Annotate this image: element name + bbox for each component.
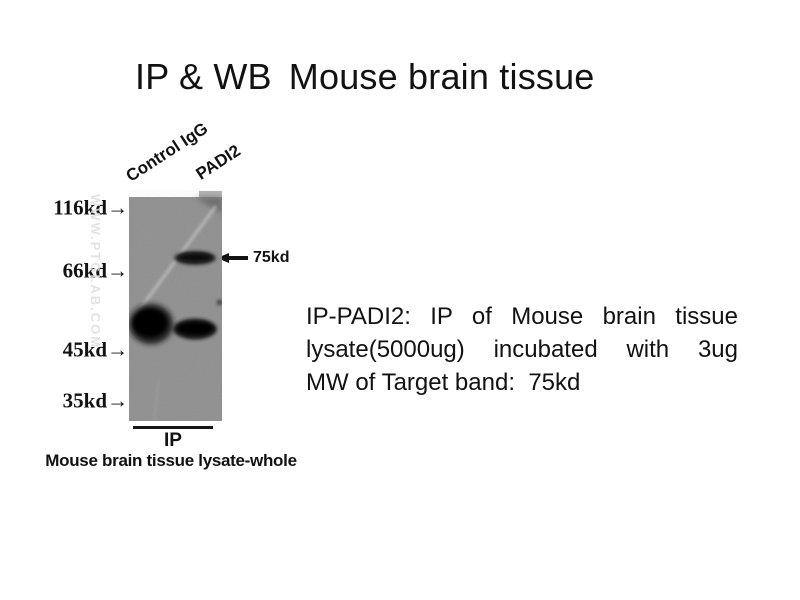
mw-marker-116kd: 116kd→: [53, 195, 128, 220]
membrane-top-tab: [199, 191, 222, 199]
band-igg: [133, 309, 167, 337]
lane-label-padi2: PADI2: [192, 141, 244, 184]
membrane-scratch-2: [153, 377, 160, 422]
membrane-smudge: [195, 197, 222, 214]
left-arrow-icon: [217, 253, 229, 263]
membrane-speck: [217, 300, 222, 305]
description-block: IP-PADI2: IP of Mouse brain tissue lysat…: [306, 300, 738, 399]
title-method: IP & WB: [135, 56, 272, 97]
mw-marker-66kd: 66kd→: [62, 258, 128, 283]
title-sample: Mouse brain tissue: [288, 56, 595, 97]
bottom-caption: Mouse brain tissue lysate-whole: [45, 451, 297, 470]
left-arrow-tail: [229, 256, 248, 260]
description-line-3: MW of Target band: 75kd: [306, 369, 581, 396]
watermark-text: WWW.PTGLAB.COM: [88, 194, 103, 350]
band-annotation-label: 75kd: [253, 249, 290, 266]
description-line-1: IP-PADI2: IP of Mouse brain tissue: [306, 303, 738, 330]
blot-membrane-svg: [129, 191, 222, 422]
mw-marker-35kd: 35kd→: [62, 388, 128, 413]
figure-title: IP & WB Mouse brain tissue: [135, 56, 595, 98]
band-padi2-lower: [177, 322, 213, 335]
blot-image: [129, 190, 222, 422]
ip-bracket-line: [133, 426, 213, 429]
band-annotation: 75kd: [217, 249, 290, 266]
description-line-2: lysate(5000ug) incubated with 3ug: [306, 336, 738, 363]
membrane-scratch: [133, 205, 217, 318]
mw-marker-45kd: 45kd→: [62, 337, 128, 362]
ip-group-label: IP: [164, 430, 182, 451]
band-75kd: [178, 253, 212, 262]
